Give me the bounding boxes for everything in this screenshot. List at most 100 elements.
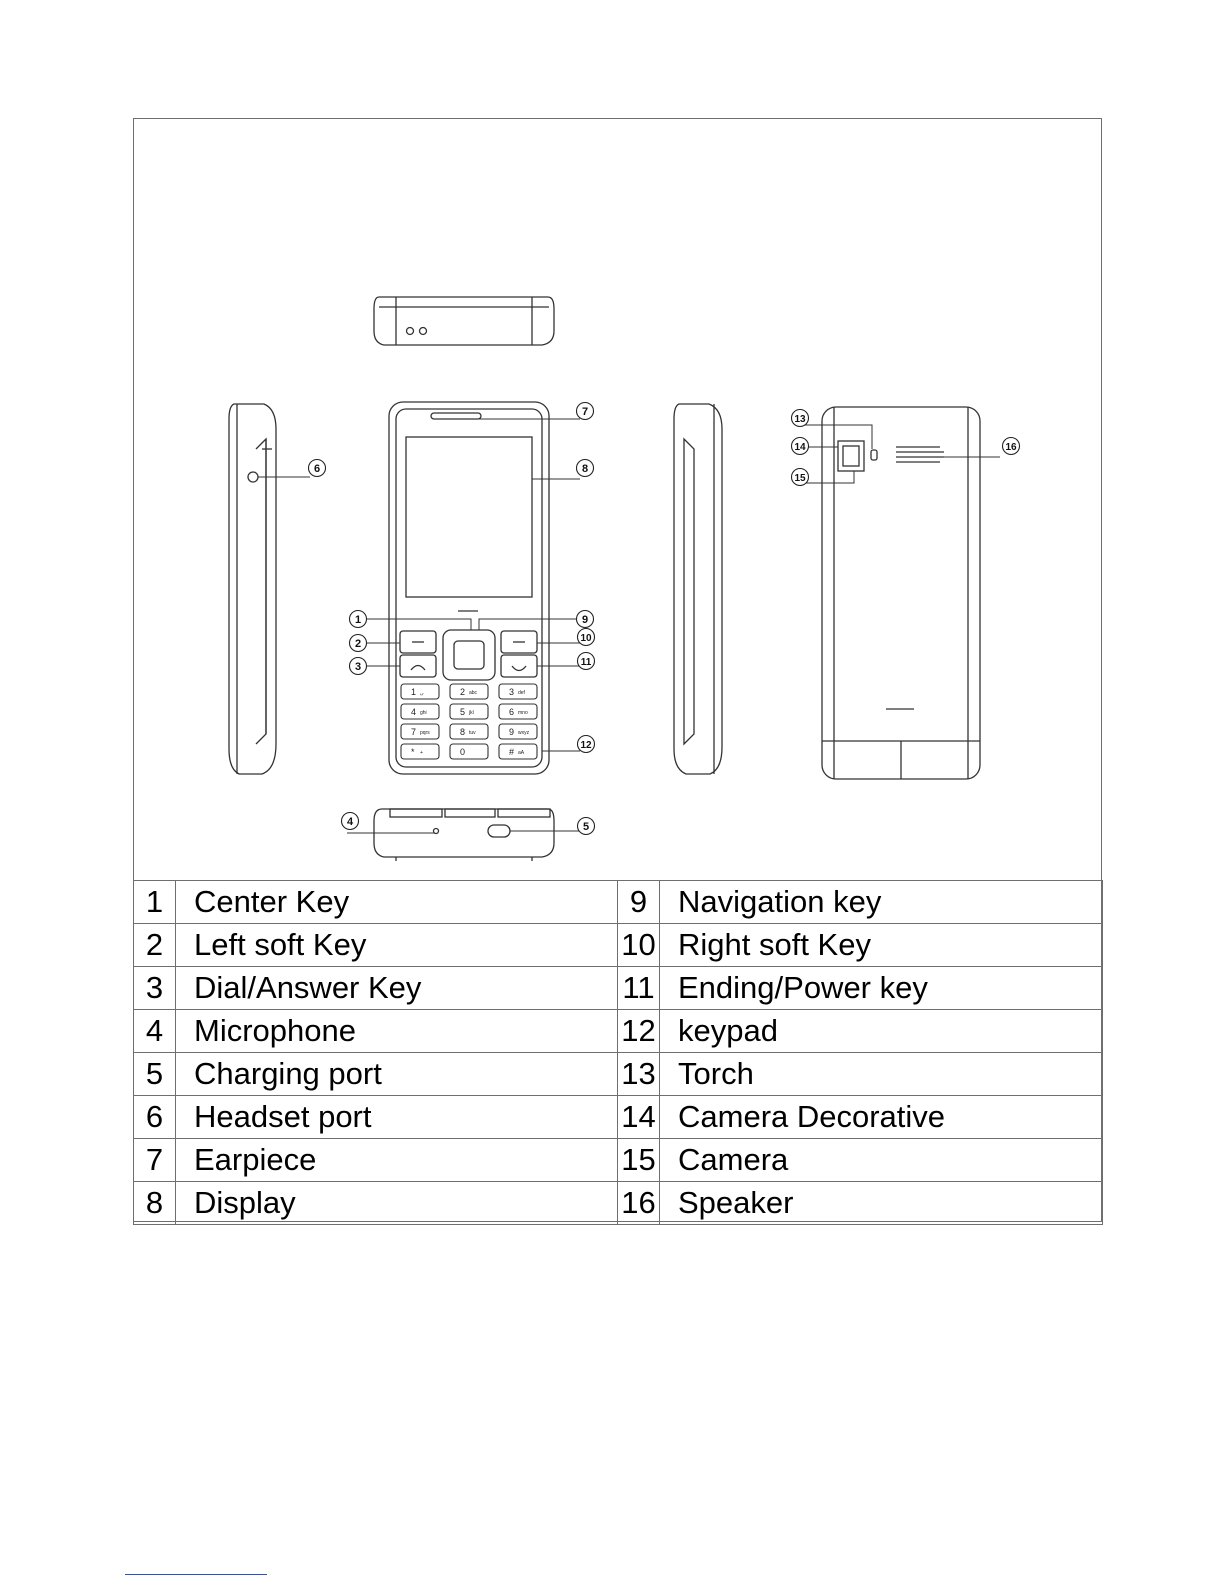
- callout-number: 5: [583, 821, 589, 833]
- keypad-digit: 8: [460, 727, 465, 737]
- phone-back-view: [821, 406, 981, 780]
- part-label: Charging port: [175, 1052, 618, 1096]
- callout-circle: [576, 816, 596, 836]
- phone-top-view: [373, 296, 555, 346]
- keypad-letters: def: [518, 690, 526, 696]
- callout-number: 3: [355, 661, 361, 673]
- callout-number: 7: [582, 406, 588, 418]
- leader-lines: [258, 418, 1000, 834]
- keypad-digit: 6: [509, 707, 514, 717]
- callout-number: 12: [580, 740, 592, 751]
- part-number: 3: [133, 966, 176, 1010]
- camera: [837, 440, 865, 472]
- part-number: 6: [133, 1095, 176, 1139]
- keypad-digit: #: [509, 747, 514, 757]
- callout-circle: [1001, 436, 1021, 456]
- keypad-letters: abc: [469, 690, 478, 696]
- callout-circle: [348, 609, 368, 629]
- keypad-letters: mno: [518, 710, 528, 716]
- left-soft-key: [399, 630, 437, 654]
- callout-number: 1: [355, 614, 361, 626]
- callout-number: 14: [794, 442, 806, 453]
- keypad-digit: 7: [411, 727, 416, 737]
- part-number: 4: [133, 1009, 176, 1053]
- keypad-key: # aA: [498, 743, 538, 760]
- display: [405, 436, 533, 598]
- keypad-key: 1 ␣.: [400, 683, 440, 700]
- phone-front-view: [388, 401, 550, 775]
- microphone: [432, 827, 440, 835]
- part-label: Left soft Key: [175, 923, 618, 967]
- part-label: Display: [175, 1181, 618, 1225]
- part-number: 10: [617, 923, 660, 967]
- part-label: Microphone: [175, 1009, 618, 1053]
- keypad-key: 3 def: [498, 683, 538, 700]
- keypad-letters: tuv: [469, 730, 476, 736]
- part-label: Torch: [659, 1052, 1103, 1096]
- right-soft-key: [500, 630, 538, 654]
- part-label: Camera: [659, 1138, 1103, 1182]
- footnote-rule: [125, 1574, 267, 1575]
- keypad-letters: aA: [518, 750, 525, 756]
- keypad-digit: 2: [460, 687, 465, 697]
- callout-number: 10: [580, 633, 592, 644]
- torch: [870, 449, 878, 461]
- callout-circle: [307, 458, 327, 478]
- part-label: Camera Decorative: [659, 1095, 1103, 1139]
- keypad-letters: jkl: [468, 710, 474, 716]
- keypad-digit: 0: [460, 747, 465, 757]
- callout-circle: [790, 467, 810, 487]
- center-key: [453, 640, 485, 670]
- callout-circle: [576, 734, 596, 754]
- part-number: 8: [133, 1181, 176, 1225]
- earpiece: [430, 412, 482, 420]
- part-number: 15: [617, 1138, 660, 1182]
- keypad-digit: 9: [509, 727, 514, 737]
- callout-circle: [575, 609, 595, 629]
- keypad-digit: 5: [460, 707, 465, 717]
- keypad-key: 0: [449, 743, 489, 760]
- part-number: 1: [133, 880, 176, 924]
- callout-number: 13: [794, 414, 806, 425]
- callout-circle: [348, 656, 368, 676]
- callout-number: 11: [581, 657, 592, 668]
- callout-circle: [576, 651, 596, 671]
- callout-circle: [348, 633, 368, 653]
- keypad-key: 6 mno: [498, 703, 538, 720]
- keypad-letters: ghi: [420, 710, 427, 716]
- keypad-digit: 3: [509, 687, 514, 697]
- part-number: 9: [617, 880, 660, 924]
- callout-circle: [575, 401, 595, 421]
- phone-left-side-view: [228, 403, 277, 775]
- part-label: Ending/Power key: [659, 966, 1103, 1010]
- navigation-key: [442, 629, 496, 681]
- part-number: 12: [617, 1009, 660, 1053]
- callout-circle: [340, 811, 360, 831]
- keypad-letters: pqrs: [420, 730, 430, 736]
- charging-port: [487, 824, 511, 838]
- headset-port: [247, 471, 259, 483]
- part-label: Earpiece: [175, 1138, 618, 1182]
- part-label: keypad: [659, 1009, 1103, 1053]
- part-number: 16: [617, 1181, 660, 1225]
- callout-circle: [576, 627, 596, 647]
- part-label: Center Key: [175, 880, 618, 924]
- part-label: Navigation key: [659, 880, 1103, 924]
- keypad-digit: 1: [411, 687, 416, 697]
- keypad-key: 2 abc: [449, 683, 489, 700]
- keypad-letters: ␣.: [420, 690, 425, 696]
- phone-bottom-view: [373, 808, 555, 861]
- callout-number: 15: [794, 473, 806, 484]
- part-number: 13: [617, 1052, 660, 1096]
